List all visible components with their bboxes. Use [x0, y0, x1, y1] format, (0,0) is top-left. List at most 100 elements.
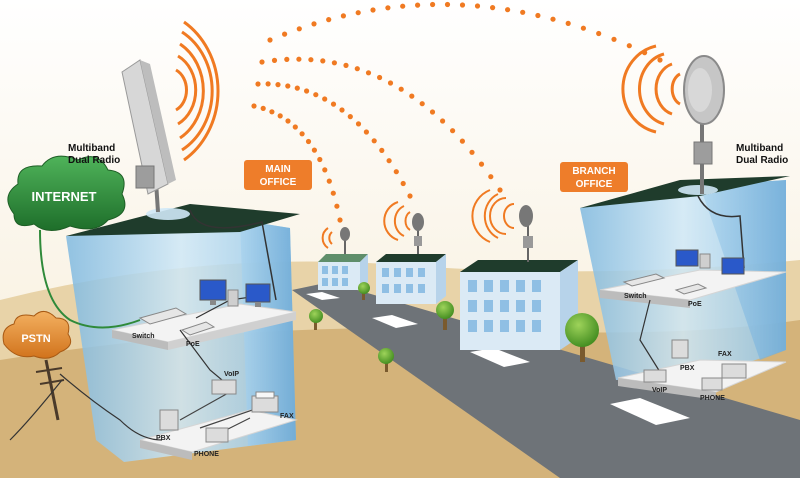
signal-dot	[313, 92, 319, 98]
signal-dot	[611, 36, 617, 42]
signal-dot	[626, 43, 632, 49]
main-roof	[66, 204, 300, 236]
phone-icon	[701, 377, 723, 391]
signal-dot	[255, 81, 261, 87]
dish-antenna-icon	[519, 205, 533, 262]
dish-antenna-icon	[340, 227, 350, 254]
signal-dot	[260, 105, 266, 111]
main-poe-label: PoE	[186, 341, 200, 348]
signal-dot	[308, 57, 314, 63]
signal-dot	[386, 158, 392, 164]
svg-text:Dual Radio: Dual Radio	[736, 155, 788, 166]
phone-icon	[205, 427, 229, 443]
pstn-label: PSTN	[21, 333, 50, 345]
poe-icon	[180, 321, 216, 336]
branch-poe-label: PoE	[688, 301, 702, 308]
signal-dot	[407, 193, 413, 199]
signal-dot	[299, 131, 305, 137]
internet-link	[39, 229, 141, 329]
signal-dot	[284, 56, 290, 63]
tree-icon	[309, 309, 323, 330]
signal-dot	[311, 21, 317, 27]
svg-text:OFFICE: OFFICE	[260, 177, 297, 188]
signal-dot	[294, 85, 300, 91]
signal-dot	[490, 5, 496, 11]
signal-dot	[450, 128, 456, 134]
signal-dot	[419, 101, 425, 107]
branch-fax-label: FAX	[718, 351, 732, 358]
signal-dot	[317, 156, 323, 163]
utility-pole-icon	[35, 359, 65, 421]
signal-dot	[596, 30, 602, 37]
signal-dot	[444, 1, 451, 8]
signal-dot	[459, 138, 465, 144]
main-office-tag: MAIN OFFICE	[244, 160, 312, 190]
signal-dot	[355, 121, 362, 127]
signal-dot	[337, 217, 343, 223]
signal-dot	[326, 178, 332, 184]
signal-dot	[440, 118, 446, 124]
switch-icon	[138, 307, 188, 325]
signal-dot	[371, 138, 377, 144]
signal-dot	[355, 10, 361, 16]
signal-dot	[347, 114, 353, 120]
signal-dot	[580, 25, 587, 31]
voip-icon	[211, 379, 237, 395]
signal-dot	[296, 26, 302, 32]
signal-dot	[387, 80, 394, 86]
signal-dot	[497, 187, 503, 193]
signal-dot	[292, 124, 298, 130]
signal-dot	[340, 13, 346, 19]
signal-dot	[474, 3, 481, 9]
computer-icon	[245, 283, 271, 307]
signal-dot	[277, 113, 283, 119]
tree-icon	[358, 282, 370, 300]
signal-dot	[339, 107, 345, 113]
signal-dot	[269, 109, 275, 115]
computer-icon	[721, 257, 745, 275]
fax-icon	[251, 391, 279, 413]
signal-rings-main	[175, 20, 220, 162]
main-fax-label: FAX	[280, 413, 294, 420]
tree-icon	[565, 313, 599, 362]
multiband-label-right: Multiband Dual Radio	[736, 143, 788, 166]
signal-dot	[550, 16, 556, 22]
remote-building-3	[460, 260, 578, 350]
pstn-line	[59, 373, 163, 441]
signal-dot	[271, 57, 278, 64]
signal-rings-branch	[621, 44, 681, 134]
pbx-icon	[671, 339, 689, 359]
road-markings	[306, 292, 690, 425]
signal-dot	[657, 57, 663, 63]
signal-dot	[430, 1, 436, 8]
signal-dot	[400, 180, 406, 187]
signal-dot	[398, 86, 404, 92]
signal-rings-small	[321, 189, 515, 249]
branch-switch-label: Switch	[624, 293, 647, 300]
signal-dot	[377, 74, 383, 81]
svg-text:Dual Radio: Dual Radio	[68, 155, 120, 166]
main-phone-label: PHONE	[194, 451, 219, 458]
main-office-building	[66, 204, 300, 462]
signal-dot	[365, 70, 372, 76]
signal-dot	[354, 66, 360, 72]
tree-icon	[436, 301, 454, 330]
signal-dot	[393, 169, 399, 175]
svg-text:OFFICE: OFFICE	[576, 179, 613, 190]
branch-office-tag: BRANCH OFFICE	[560, 162, 628, 192]
computer-icon	[199, 279, 239, 307]
wireless-links	[251, 1, 663, 223]
svg-text:BRANCH: BRANCH	[572, 166, 615, 177]
signal-dot	[334, 203, 340, 209]
signal-dot	[429, 109, 436, 115]
signal-dot	[275, 82, 281, 88]
branch-voip-label: VoIP	[652, 387, 667, 394]
remote-building-2	[376, 254, 446, 304]
signal-dot	[267, 37, 273, 43]
signal-dot	[459, 2, 466, 8]
main-voip-label: VoIP	[224, 371, 239, 378]
signal-dot	[259, 59, 265, 65]
poe-icon	[674, 283, 708, 295]
